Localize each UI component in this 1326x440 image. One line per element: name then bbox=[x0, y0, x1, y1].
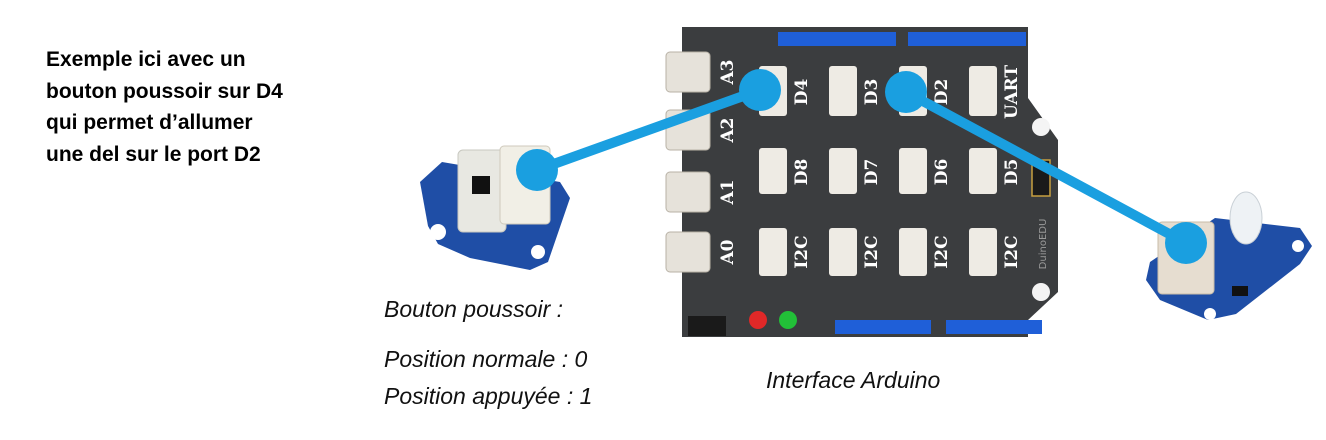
port-label-a3: A3 bbox=[718, 59, 738, 85]
mounting-hole bbox=[1292, 240, 1304, 252]
intro-line: Exemple ici avec un bbox=[46, 48, 246, 71]
port-label-d5: D5 bbox=[1002, 159, 1022, 186]
connection-line bbox=[901, 87, 1191, 248]
connection-line bbox=[532, 85, 765, 175]
port-label-a0: A0 bbox=[718, 239, 738, 265]
port-label-i2c: I2C bbox=[792, 235, 812, 268]
connection-dot bbox=[739, 69, 781, 111]
button-module-title: Bouton poussoir : bbox=[384, 296, 564, 322]
resistor bbox=[1232, 286, 1248, 296]
analog-connectors bbox=[665, 51, 711, 273]
connection-dot bbox=[516, 149, 558, 191]
intro-line: une del sur le port D2 bbox=[46, 142, 261, 166]
mounting-hole bbox=[1204, 308, 1216, 320]
connection-dot bbox=[885, 71, 927, 113]
board-brand: DuinoEDU bbox=[1038, 219, 1049, 270]
button-state-pressed: Position appuyée : 1 bbox=[384, 383, 593, 409]
port-label-i2c: I2C bbox=[862, 235, 882, 268]
red-led bbox=[749, 311, 767, 329]
mounting-hole bbox=[1032, 283, 1050, 301]
port-label-a1: A1 bbox=[718, 179, 738, 205]
connection-lines bbox=[532, 85, 1191, 248]
green-led bbox=[779, 311, 797, 329]
reset-switch bbox=[688, 316, 726, 336]
port-label-i2c: I2C bbox=[932, 235, 952, 268]
mounting-hole bbox=[531, 245, 545, 259]
port-label-uart: UART bbox=[1002, 65, 1022, 119]
connection-dot bbox=[1165, 222, 1207, 264]
led-bulb bbox=[1229, 191, 1263, 245]
port-label-d8: D8 bbox=[792, 159, 812, 186]
push-button-cap bbox=[472, 176, 490, 194]
intro-line: bouton poussoir sur D4 bbox=[46, 79, 283, 103]
intro-line: qui permet d’allumer bbox=[46, 111, 253, 134]
mounting-hole bbox=[430, 224, 446, 240]
port-label-d7: D7 bbox=[862, 159, 882, 186]
port-label-d6: D6 bbox=[932, 159, 952, 186]
port-label-d2: D2 bbox=[932, 79, 952, 106]
arduino-board bbox=[665, 27, 1058, 337]
port-label-d4: D4 bbox=[792, 79, 812, 106]
port-label-d3: D3 bbox=[862, 79, 882, 106]
header-strip bbox=[835, 320, 1042, 334]
header-strip bbox=[778, 32, 1026, 46]
port-label-a2: A2 bbox=[718, 117, 738, 143]
intro-text: Exemple ici avec un bouton poussoir sur … bbox=[46, 44, 376, 170]
board-caption: Interface Arduino bbox=[766, 367, 941, 393]
port-label-i2c: I2C bbox=[1002, 235, 1022, 268]
button-state-normal: Position normale : 0 bbox=[384, 346, 588, 372]
mounting-hole bbox=[1032, 118, 1050, 136]
